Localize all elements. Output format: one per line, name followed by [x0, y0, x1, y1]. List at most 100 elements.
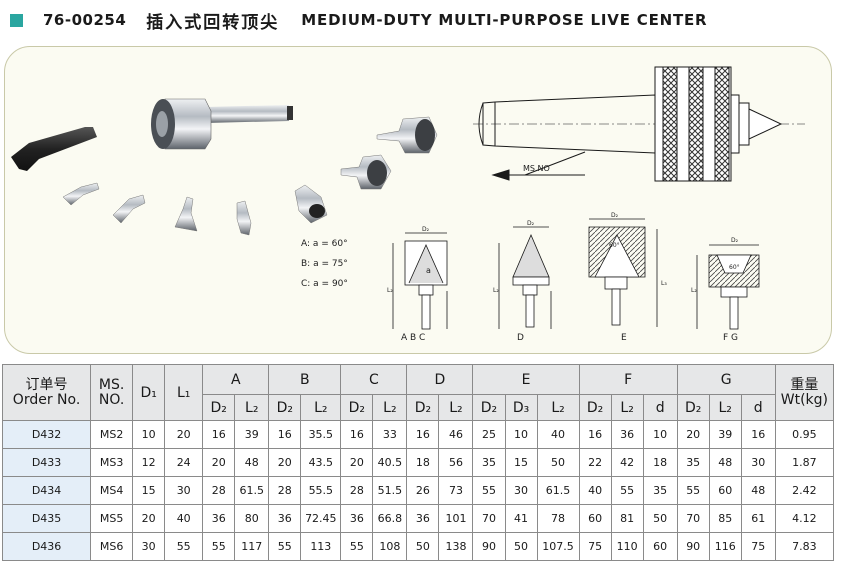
- table-cell: 50: [642, 504, 678, 533]
- header-group-a: A: [202, 364, 270, 395]
- product-title-en: MEDIUM-DUTY MULTI-PURPOSE LIVE CENTER: [301, 11, 708, 29]
- abc-l2-label: L₂: [387, 287, 393, 294]
- header-l1: L₁: [164, 364, 204, 421]
- table-cell: 33: [372, 420, 408, 449]
- table-cell: 75: [578, 532, 612, 561]
- table-cell: 20: [340, 448, 374, 477]
- table-cell: 90: [676, 532, 710, 561]
- table-cell: 12: [132, 448, 166, 477]
- table-cell: 28: [202, 476, 236, 505]
- table-cell: 25: [472, 420, 506, 449]
- table-cell: 36: [610, 420, 644, 449]
- table-cell: 55: [164, 532, 204, 561]
- table-cell: 55: [472, 476, 506, 505]
- table-cell: 0.95: [774, 420, 835, 449]
- table-cell: 35: [642, 476, 678, 505]
- table-cell: 36: [406, 504, 440, 533]
- table-cell: MS5: [90, 504, 134, 533]
- table-cell: 48: [234, 448, 270, 477]
- table-cell: 16: [268, 420, 302, 449]
- sub-header-cell: D₂: [578, 394, 612, 421]
- table-cell: 36: [202, 504, 236, 533]
- table-cell: 20: [164, 420, 204, 449]
- table-cell: 60: [578, 504, 612, 533]
- product-illustration: MS.NO D₂ a L₂ D₂ L₂: [11, 66, 805, 330]
- drawing-label-abc: A B C: [401, 333, 426, 343]
- table-cell: 81: [610, 504, 644, 533]
- table-cell: MS6: [90, 532, 134, 561]
- table-cell: 101: [438, 504, 474, 533]
- order-no-cell: D433: [1, 448, 92, 477]
- table-cell: 51.5: [372, 476, 408, 505]
- table-cell: 117: [234, 532, 270, 561]
- table-cell: 1.87: [774, 448, 835, 477]
- table-cell: 16: [340, 420, 374, 449]
- table-cell: 75: [740, 532, 776, 561]
- header-ms-no: MS.NO.: [90, 364, 134, 421]
- table-cell: 35.5: [300, 420, 342, 449]
- table-cell: 39: [234, 420, 270, 449]
- table-cell: 56: [438, 448, 474, 477]
- header-group-g: G: [676, 364, 776, 395]
- header-group-b: B: [268, 364, 342, 395]
- fg-angle-label: 60°: [729, 264, 740, 271]
- table-cell: 50: [504, 532, 538, 561]
- table-cell: 39: [708, 420, 742, 449]
- page-header: 76-00254 插入式回转顶尖 MEDIUM-DUTY MULTI-PURPO…: [10, 8, 840, 33]
- table-cell: 30: [164, 476, 204, 505]
- table-cell: 40: [578, 476, 612, 505]
- table-cell: 61.5: [536, 476, 580, 505]
- drawing-label-e: E: [621, 333, 627, 343]
- drawing-e: [588, 218, 658, 327]
- ms-no-label: MS.NO: [523, 164, 550, 173]
- table-cell: 7.83: [774, 532, 835, 561]
- table-cell: 55: [202, 532, 236, 561]
- table-cell: 15: [132, 476, 166, 505]
- sub-header-cell: L₂: [300, 394, 342, 421]
- sub-header-cell: d: [740, 394, 776, 421]
- table-cell: 50: [406, 532, 440, 561]
- tip-b-photo: [112, 194, 146, 224]
- table-cell: 16: [578, 420, 612, 449]
- table-cell: 60: [642, 532, 678, 561]
- table-cell: 72.45: [300, 504, 342, 533]
- sub-header-cell: D₂: [268, 394, 302, 421]
- header-group-d: D: [406, 364, 474, 395]
- d-d2-label: D₂: [527, 220, 535, 227]
- table-cell: MS2: [90, 420, 134, 449]
- table-cell: 30: [132, 532, 166, 561]
- accent-square: [10, 13, 23, 27]
- table-cell: 10: [642, 420, 678, 449]
- order-no-cell: D432: [1, 420, 92, 449]
- table-cell: 55: [676, 476, 710, 505]
- fg-l2-label: L₂: [691, 287, 697, 294]
- e-l3-label: L₃: [661, 280, 667, 287]
- sub-header-cell: D₂: [406, 394, 440, 421]
- table-cell: 46: [438, 420, 474, 449]
- table-cell: 16: [740, 420, 776, 449]
- table-cell: 22: [578, 448, 612, 477]
- table-cell: 16: [406, 420, 440, 449]
- sub-header-cell: D₂: [676, 394, 710, 421]
- table-cell: 108: [372, 532, 408, 561]
- table-cell: 28: [268, 476, 302, 505]
- sub-header-cell: D₃: [504, 394, 538, 421]
- sub-header-cell: D₂: [202, 394, 236, 421]
- e-angle-label: 60°: [609, 242, 620, 249]
- table-cell: 116: [708, 532, 742, 561]
- table-cell: 110: [610, 532, 644, 561]
- table-cell: 26: [406, 476, 440, 505]
- tip-e-photo: [294, 184, 328, 224]
- tip-g-photo: [376, 116, 438, 154]
- angle-legend-c: C: a = 90°: [301, 279, 348, 289]
- fg-d2-label: D₂: [731, 237, 739, 244]
- product-illustration-panel: MS.NO D₂ a L₂ D₂ L₂: [4, 46, 832, 354]
- table-cell: 20: [268, 448, 302, 477]
- tip-d-photo: [236, 200, 252, 236]
- table-cell: 90: [472, 532, 506, 561]
